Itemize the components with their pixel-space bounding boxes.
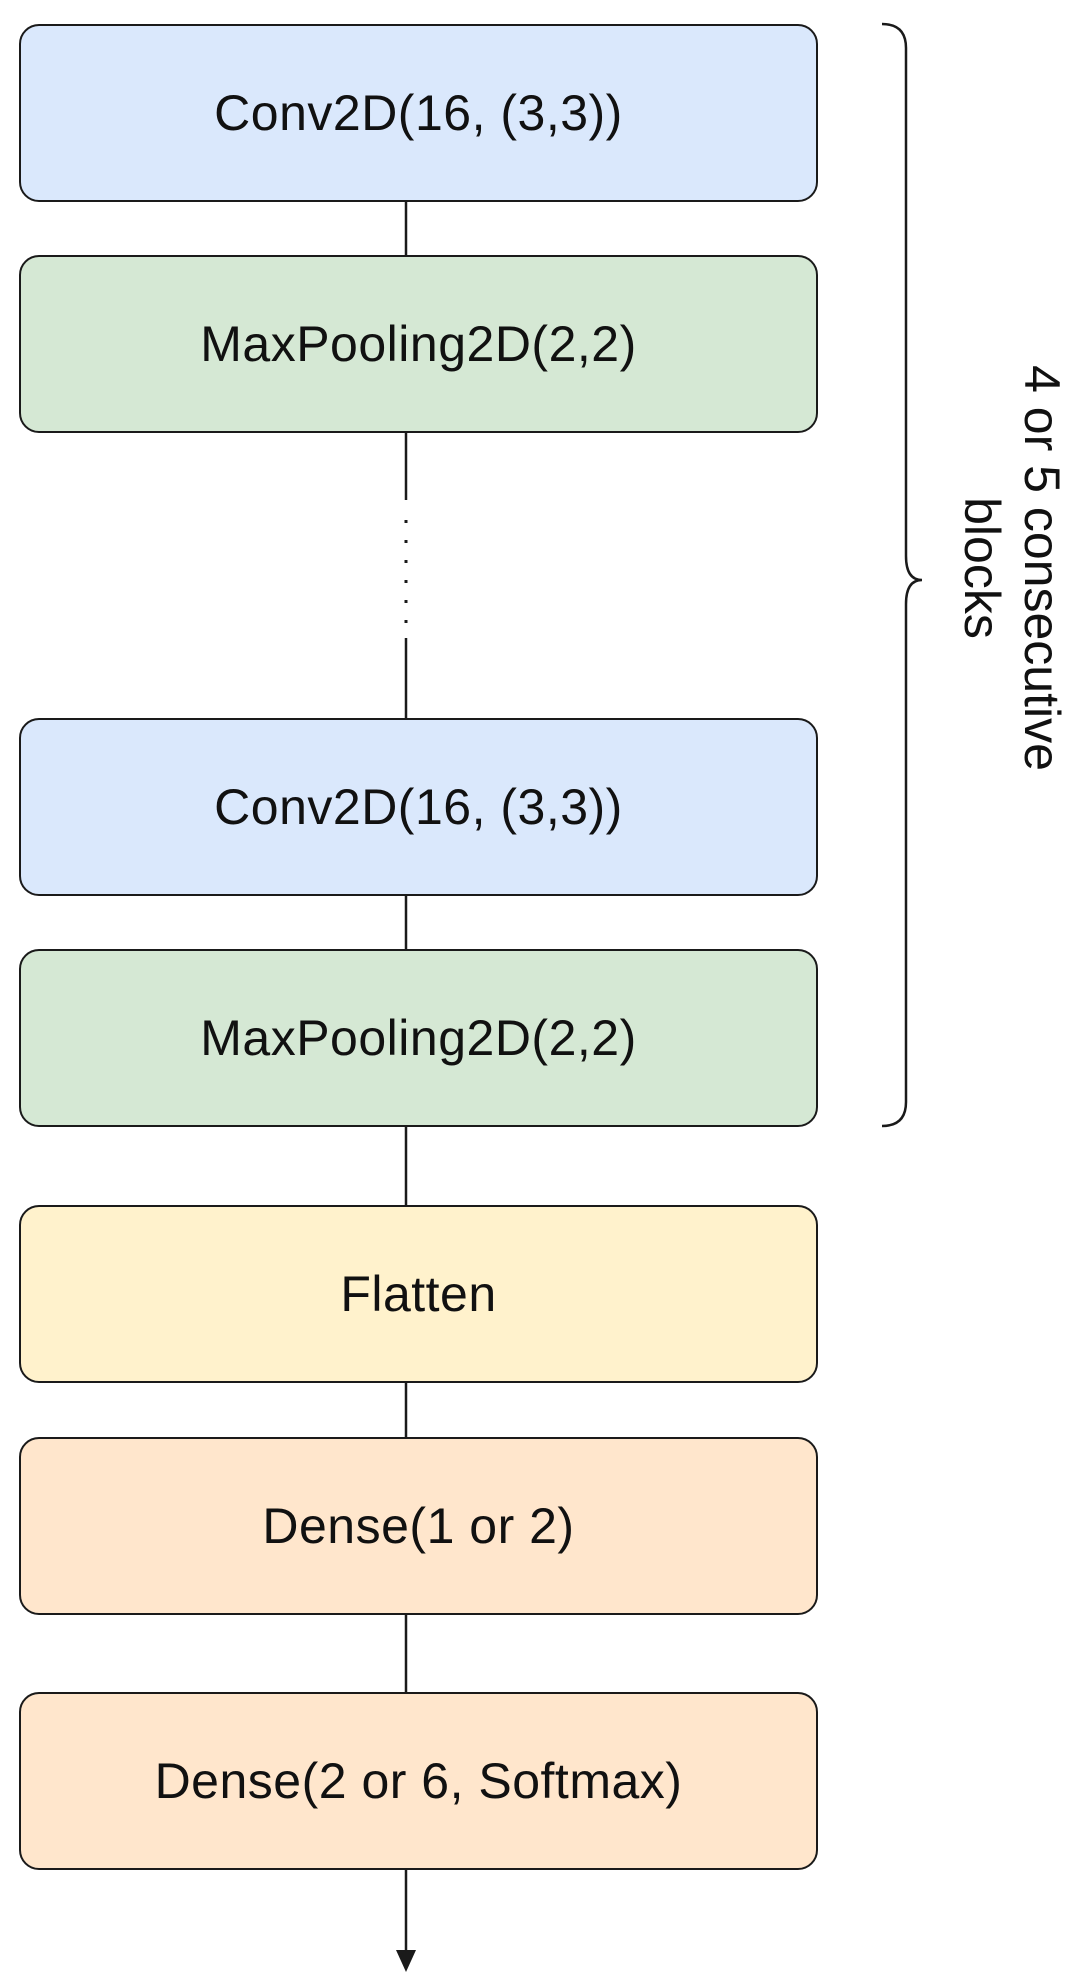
layer-label: Conv2D(16, (3,3)) <box>214 85 623 141</box>
repeat-bracket <box>881 22 923 1128</box>
layer-conv2d-1: Conv2D(16, (3,3)) <box>19 24 818 202</box>
layer-maxpooling2d-2: MaxPooling2D(2,2) <box>19 949 818 1127</box>
repeat-bracket-label-line1: 4 or 5 consecutive <box>1014 365 1070 771</box>
layer-dense-1: Dense(1 or 2) <box>19 1437 818 1615</box>
layer-label: Dense(1 or 2) <box>262 1498 575 1554</box>
repeat-bracket-label-line2: blocks <box>954 497 1010 639</box>
layer-label: MaxPooling2D(2,2) <box>200 1010 637 1066</box>
layer-label: Conv2D(16, (3,3)) <box>214 779 623 835</box>
layer-dense-softmax: Dense(2 or 6, Softmax) <box>19 1692 818 1870</box>
layer-label: MaxPooling2D(2,2) <box>200 316 637 372</box>
layer-label: Dense(2 or 6, Softmax) <box>154 1753 683 1809</box>
layer-flatten: Flatten <box>19 1205 818 1383</box>
layer-conv2d-2: Conv2D(16, (3,3)) <box>19 718 818 896</box>
output-arrow-head <box>396 1950 416 1972</box>
layer-label: Flatten <box>340 1266 497 1322</box>
repeat-bracket-label: 4 or 5 consecutive blocks <box>952 188 1072 948</box>
layer-maxpooling2d-1: MaxPooling2D(2,2) <box>19 255 818 433</box>
